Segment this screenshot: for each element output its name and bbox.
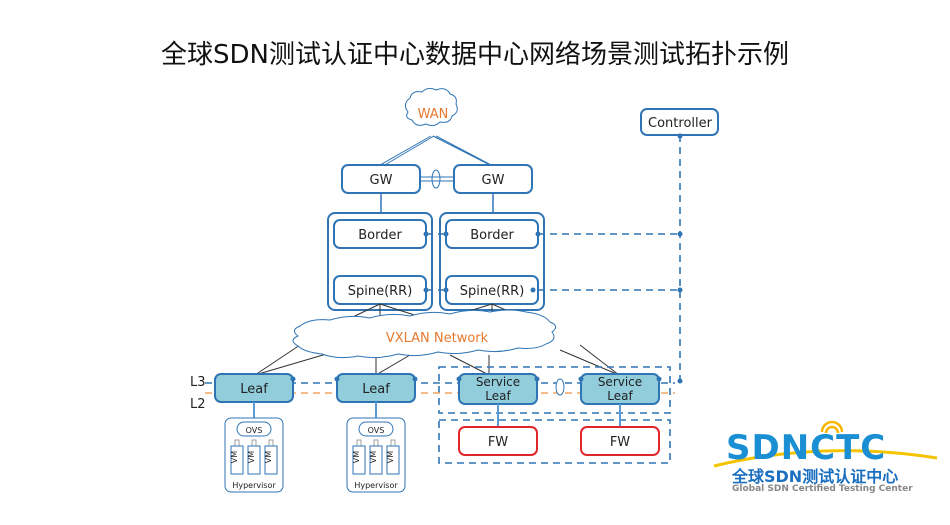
vm-label: VM	[230, 451, 239, 463]
gw-lag-link	[420, 169, 454, 189]
logo-brand: SDNCTC	[726, 428, 887, 468]
wan-cloud[interactable]: WAN	[404, 87, 458, 127]
vm-box[interactable]	[247, 445, 261, 475]
service-leaf-1-line2: Leaf	[485, 389, 511, 403]
vm-label: VM	[264, 451, 273, 463]
service-leaf-2[interactable]: Service Leaf	[580, 373, 660, 405]
service-leaf-1-line1: Service	[476, 375, 520, 389]
leaf-2[interactable]: Leaf	[336, 373, 416, 403]
hypervisor-1[interactable]: OVS VM VM VM Hypervisor	[224, 417, 284, 493]
l2-label: L2	[190, 397, 206, 412]
vm-box[interactable]	[386, 445, 400, 475]
vm-label: VM	[386, 451, 395, 463]
service-leaf-1[interactable]: Service Leaf	[458, 373, 538, 405]
vxlan-label: VXLAN Network	[386, 331, 489, 346]
wifi-signal-icon	[713, 420, 938, 468]
border-left[interactable]: Border	[333, 219, 427, 249]
border-left-label: Border	[358, 228, 402, 243]
vm-label: VM	[352, 451, 361, 463]
vm-box[interactable]	[230, 445, 244, 475]
service-leaf-group	[438, 366, 671, 414]
spine-right-label: Spine(RR)	[460, 284, 525, 299]
fw-1-label: FW	[488, 435, 508, 450]
controller-label: Controller	[648, 116, 713, 131]
logo-cn-name: 全球SDN测试认证中心	[732, 467, 899, 486]
service-leaf-2-line2: Leaf	[607, 389, 633, 403]
ovs-switch[interactable]	[236, 421, 272, 437]
service-leaf-2-line1: Service	[598, 375, 642, 389]
fw-2[interactable]: FW	[580, 426, 660, 456]
border-right[interactable]: Border	[445, 219, 539, 249]
ovs-label: OVS	[368, 426, 385, 435]
gw-right[interactable]: GW	[453, 164, 533, 194]
wan-gw-links	[379, 135, 494, 167]
hypervisor-2[interactable]: OVS VM VM VM Hypervisor	[346, 417, 406, 493]
spine-left[interactable]: Spine(RR)	[333, 275, 427, 305]
border-right-label: Border	[470, 228, 514, 243]
firewall-group	[438, 419, 671, 464]
vm-box[interactable]	[352, 445, 366, 475]
vm-label: VM	[247, 451, 256, 463]
logo-en-name: Global SDN Certified Testing Center	[732, 484, 913, 494]
sdnctc-logo: SDNCTC 全球SDN测试认证中心 Global SDN Certified …	[712, 418, 942, 498]
vm-label: VM	[369, 451, 378, 463]
vm-box[interactable]	[369, 445, 383, 475]
vm-box[interactable]	[264, 445, 278, 475]
leaf-1[interactable]: Leaf	[214, 373, 294, 403]
vxlan-cloud[interactable]: VXLAN Network	[292, 309, 556, 359]
page-title: 全球SDN测试认证中心数据中心网络场景测试拓扑示例	[161, 40, 789, 70]
gw-left-label: GW	[370, 173, 393, 188]
fw-2-label: FW	[610, 435, 630, 450]
gw-left[interactable]: GW	[341, 164, 421, 194]
fw-1[interactable]: FW	[458, 426, 538, 456]
spine-left-label: Spine(RR)	[348, 284, 413, 299]
controller-links	[423, 133, 683, 384]
ovs-label: OVS	[246, 426, 263, 435]
spine-right[interactable]: Spine(RR)	[445, 275, 539, 305]
leaf-2-label: Leaf	[362, 382, 390, 397]
wan-label: WAN	[418, 107, 449, 122]
hypervisor-label: Hypervisor	[232, 481, 276, 490]
hypervisor-label: Hypervisor	[354, 481, 398, 490]
leaf-1-label: Leaf	[240, 382, 268, 397]
gw-right-label: GW	[482, 173, 505, 188]
service-leaf-lag-icon	[555, 378, 565, 396]
ovs-switch[interactable]	[358, 421, 394, 437]
controller[interactable]: Controller	[640, 108, 719, 136]
l3-label: L3	[190, 375, 206, 390]
